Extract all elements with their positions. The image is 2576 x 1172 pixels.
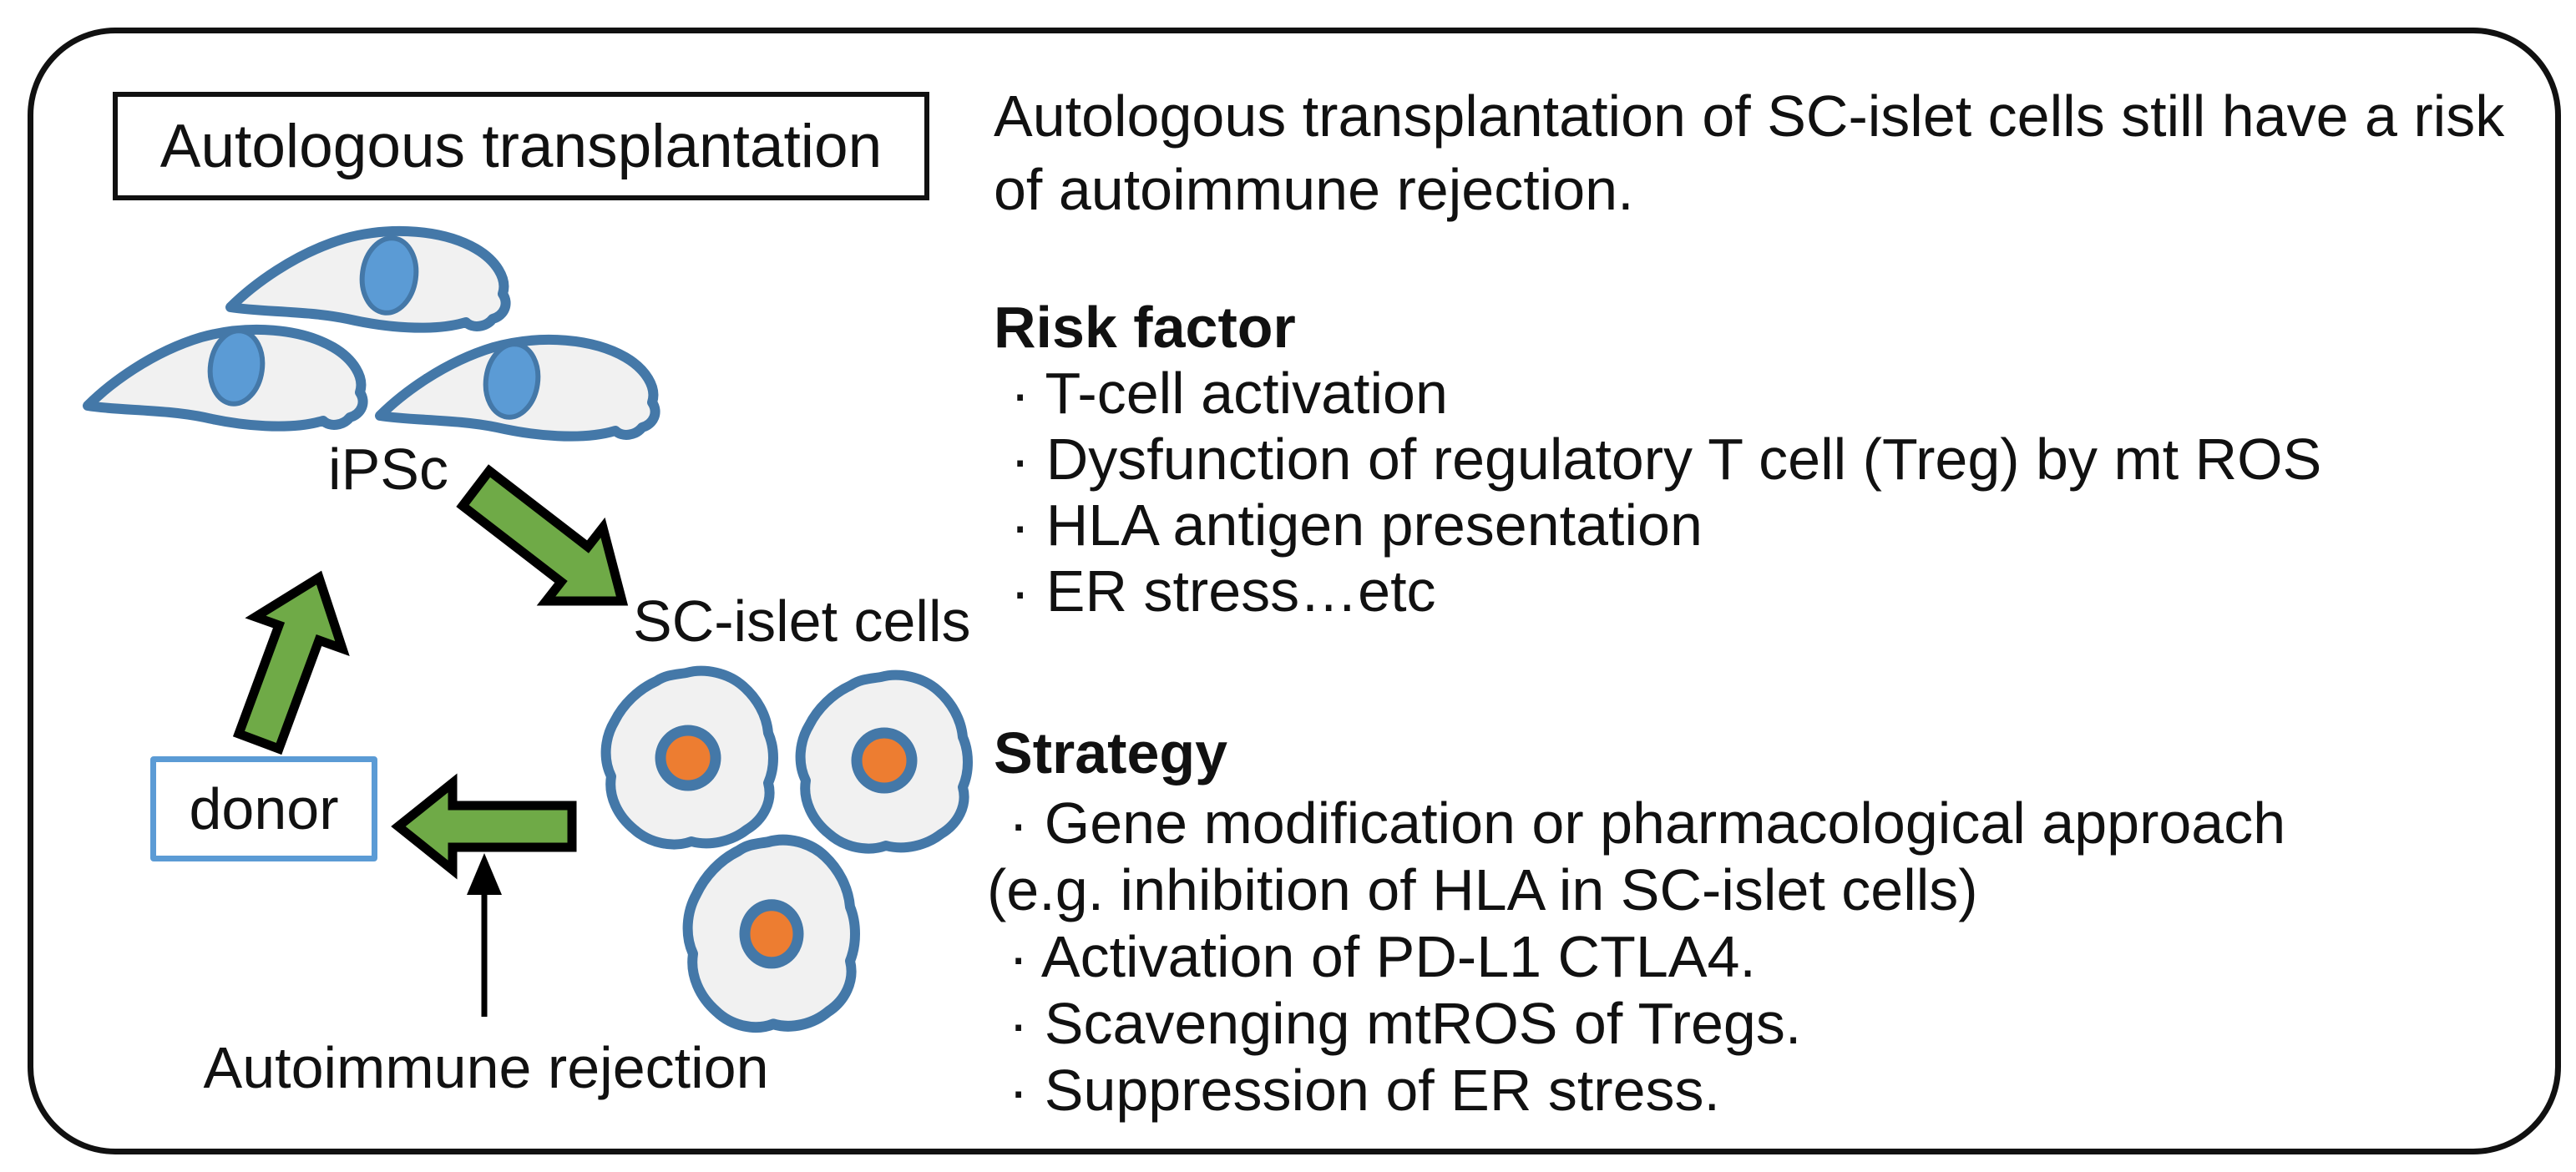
strategy-list: · Gene modification or pharmacological a…: [987, 790, 2285, 1124]
title-box-label: Autologous transplantation: [159, 112, 883, 180]
arrow-ipsc-to-sc-islet: [456, 464, 629, 606]
cell-nucleus: [655, 725, 721, 791]
cell-nucleus: [359, 235, 419, 316]
sc-islet-cells-label: SC-islet cells: [633, 589, 971, 654]
cell-nucleus: [483, 341, 541, 420]
sc-islet-cell-icon: [682, 834, 860, 1033]
strategy-item: · Scavenging mtROS of Tregs.: [1009, 991, 1802, 1056]
cell-nucleus: [739, 899, 804, 969]
strategy-item: · Gene modification or pharmacological a…: [1009, 791, 2286, 856]
strategy-item: (e.g. inhibition of HLA in SC-islet cell…: [987, 857, 1978, 922]
risk-factor-item: · Dysfunction of regulatory T cell (Treg…: [1010, 427, 2322, 492]
risk-factor-item: · T-cell activation: [1010, 361, 1448, 426]
risk-factor-list: · T-cell activation · Dysfunction of reg…: [995, 361, 2321, 624]
intro-line: Autologous transplantation of SC-islet c…: [994, 83, 2505, 149]
strategy-heading: Strategy: [994, 720, 1228, 786]
ipsc-label: iPSc: [328, 437, 448, 502]
donor-box: donor: [150, 756, 377, 861]
risk-factor-item: · HLA antigen presentation: [1010, 493, 1703, 558]
intro-paragraph: Autologous transplantation of SC-islet c…: [994, 79, 2504, 226]
ipsc-cell-icon: [375, 334, 660, 442]
ipsc-cell-icon: [225, 225, 511, 333]
risk-factor-heading: Risk factor: [994, 295, 1296, 360]
arrow-donor-to-ipsc: [232, 570, 350, 755]
cell-nucleus: [207, 328, 266, 407]
autoimmune-rejection-label: Autoimmune rejection: [203, 1035, 769, 1100]
strategy-item: · Activation of PD-L1 CTLA4.: [1009, 924, 1756, 989]
strategy-item: · Suppression of ER stress.: [1009, 1058, 1720, 1123]
title-box: Autologous transplantation: [113, 92, 929, 200]
donor-label: donor: [189, 776, 339, 841]
intro-line: of autoimmune rejection.: [994, 157, 1634, 222]
sc-islet-cell-icon: [795, 669, 973, 854]
ipsc-cell-icon: [83, 324, 368, 432]
arrow-autoimmune-rejection: [467, 853, 502, 1017]
cell-nucleus: [851, 727, 918, 794]
figure-outer-frame: [28, 28, 2561, 1154]
risk-factor-item: · ER stress…etc: [1010, 558, 1436, 624]
sc-islet-cell-icon: [600, 665, 778, 850]
arrow-sc-islet-to-donor: [391, 773, 577, 880]
